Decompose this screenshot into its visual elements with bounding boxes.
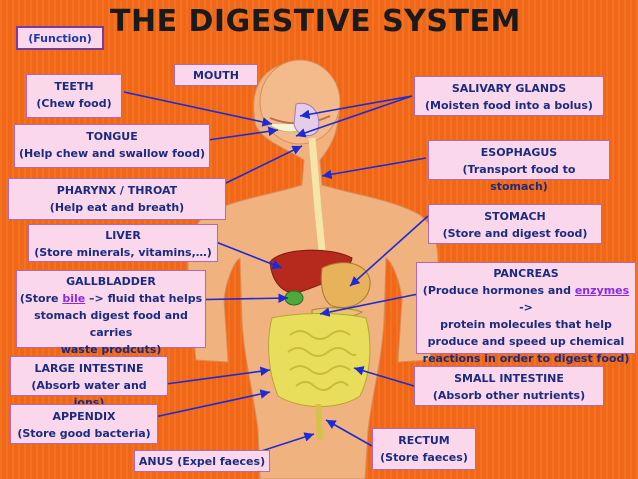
pancreas-desc-line2: protein molecules that help <box>440 318 612 332</box>
tongue-desc: (Help chew and swallow food) <box>19 147 205 161</box>
salivary-glands-label: SALIVARY GLANDS (Moisten food into a bol… <box>414 76 604 116</box>
rectum-shape <box>315 403 323 441</box>
rectum-name: RECTUM <box>398 434 450 447</box>
anus-label: ANUS (Expel faeces) <box>134 450 270 472</box>
small-intestine-desc: (Absorb other nutrients) <box>432 389 586 403</box>
mouth-label: MOUTH <box>174 64 258 86</box>
esophagus-label: ESOPHAGUS (Transport food to stomach) <box>428 140 610 193</box>
pancreas-name: PANCREAS <box>493 267 559 280</box>
pancreas-desc-line3: produce and speed up chemical <box>427 335 625 349</box>
pancreas-label: PANCREAS (Produce hormones and enzymes -… <box>416 262 636 365</box>
anus-text: ANUS (Expel faeces) <box>138 455 266 468</box>
pancreas-desc-line4: reactions in order to digest food) <box>422 352 630 366</box>
liver-label: LIVER (Store minerals, vitamins,…) <box>28 224 218 262</box>
rectum-desc: (Store faeces) <box>380 451 468 465</box>
stomach-name: STOMACH <box>484 210 546 223</box>
teeth-desc: (Chew food) <box>36 97 112 111</box>
mouth-label-text: MOUTH <box>193 69 239 82</box>
appendix-name: APPENDIX <box>52 410 116 423</box>
gallbladder-label: GALLBLADDER (Store bile –> fluid that he… <box>16 270 206 356</box>
pharynx-label: PHARYNX / THROAT (Help eat and breath) <box>8 178 226 220</box>
stomach-shape <box>320 262 371 308</box>
appendix-desc: (Store good bacteria) <box>17 427 151 441</box>
stomach-label: STOMACH (Store and digest food) <box>428 204 602 244</box>
liver-desc: (Store minerals, vitamins,…) <box>34 246 212 260</box>
pancreas-desc-line1: (Produce hormones and enzymes -> <box>422 284 630 315</box>
small-intestine-name: SMALL INTESTINE <box>454 372 564 385</box>
small-intestine-shape <box>287 330 357 391</box>
tongue-name: TONGUE <box>86 130 138 143</box>
teeth-name: TEETH <box>54 80 94 93</box>
salivary-name: SALIVARY GLANDS <box>451 82 567 95</box>
esophagus-name: ESOPHAGUS <box>480 146 558 159</box>
pharynx-desc: (Help eat and breath) <box>49 201 185 215</box>
head <box>259 59 341 145</box>
large-intestine-shape <box>268 313 371 407</box>
page-title: THE DIGESTIVE SYSTEM <box>110 4 521 39</box>
large-intestine-label: LARGE INTESTINE (Absorb water and ions) <box>10 356 168 409</box>
esophagus-desc: (Transport food to stomach) <box>462 163 576 194</box>
large-intestine-name: LARGE INTESTINE <box>34 362 144 375</box>
gallbladder-name: GALLBLADDER <box>66 275 156 288</box>
enzymes-link[interactable]: enzymes <box>574 284 630 298</box>
function-tag: (Function) <box>16 26 104 50</box>
liver-name: LIVER <box>105 229 141 242</box>
rectum-label: RECTUM (Store faeces) <box>372 428 476 470</box>
tongue-label: TONGUE (Help chew and swallow food) <box>14 124 210 168</box>
gallbladder-desc-line2: stomach digest food and carries <box>34 309 188 340</box>
salivary-desc: (Moisten food into a bolus) <box>425 99 593 113</box>
gallbladder-desc-line3: waste prodcuts) <box>60 343 162 357</box>
gallbladder-desc-line1: (Store bile –> fluid that helps <box>19 292 203 306</box>
teeth-label: TEETH (Chew food) <box>26 74 122 118</box>
pharynx-name: PHARYNX / THROAT <box>56 184 178 197</box>
appendix-label: APPENDIX (Store good bacteria) <box>10 404 158 444</box>
small-intestine-label: SMALL INTESTINE (Absorb other nutrients) <box>414 366 604 406</box>
stomach-desc: (Store and digest food) <box>442 227 588 241</box>
bile-link[interactable]: bile <box>62 292 86 306</box>
